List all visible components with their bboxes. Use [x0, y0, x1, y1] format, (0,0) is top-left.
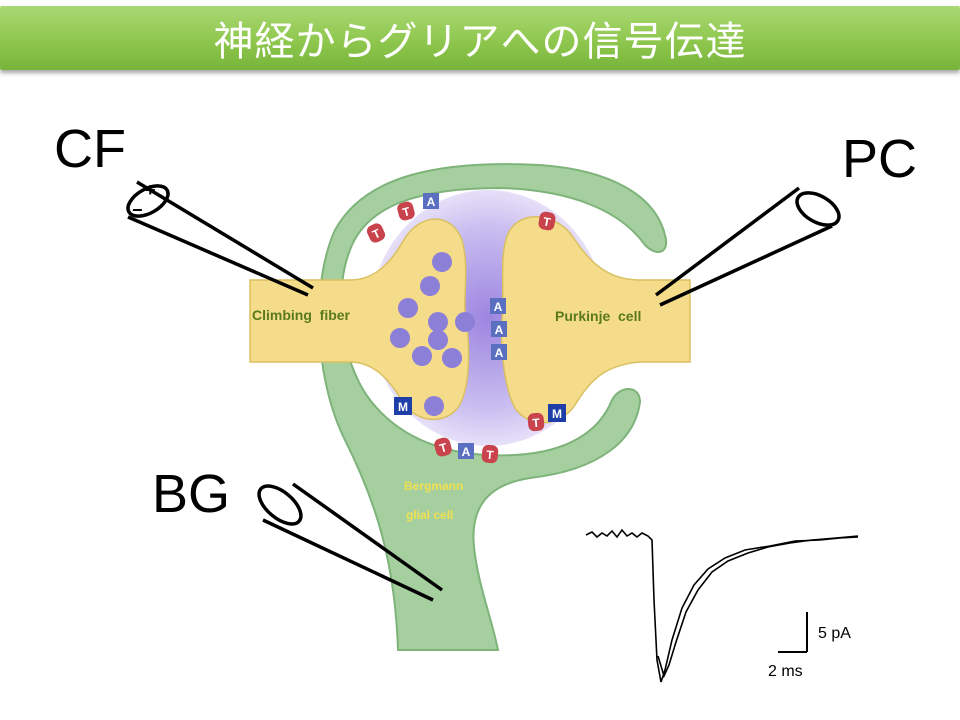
m-receptors: M M	[394, 397, 566, 422]
svg-text:T: T	[532, 416, 541, 431]
electrode-plus-sign: +	[145, 180, 156, 200]
vesicle	[412, 346, 432, 366]
title-bar: 神経からグリアへの信号伝達	[0, 6, 960, 70]
bergmann-label-line2: glial cell	[406, 508, 453, 522]
svg-text:A: A	[495, 346, 504, 360]
vesicle	[428, 312, 448, 332]
svg-text:T: T	[542, 214, 552, 229]
vesicle	[390, 328, 410, 348]
vesicle	[432, 252, 452, 272]
svg-text:T: T	[438, 440, 449, 456]
svg-text:M: M	[552, 407, 562, 421]
scale-current-label: 5 pA	[818, 625, 851, 642]
current-trace	[585, 528, 859, 683]
t-receptors: T T T T T T	[366, 201, 556, 464]
climbing-fiber-label: Climbing fiber	[252, 307, 351, 323]
svg-text:A: A	[462, 445, 471, 459]
vesicle	[442, 348, 462, 368]
a-receptors: A A A A A	[423, 193, 507, 459]
svg-text:T: T	[401, 204, 412, 220]
pc-electrode	[654, 186, 841, 307]
scale-bar	[778, 612, 808, 653]
cf-electrode	[126, 180, 314, 297]
bg-electrode	[257, 482, 444, 602]
bergmann-label-line1: Bergmann	[404, 479, 463, 493]
bergmann-glia	[318, 163, 668, 651]
purkinje-cell-label: Purkinje cell	[555, 308, 641, 324]
purkinje-cell-spine	[500, 216, 691, 424]
svg-text:A: A	[494, 300, 503, 314]
bg-label: BG	[152, 464, 231, 524]
scale-time-label: 2 ms	[768, 663, 803, 680]
slide-title: 神経からグリアへの信号伝達	[213, 19, 747, 65]
electrode-minus-sign: −	[132, 200, 143, 220]
svg-text:A: A	[427, 195, 436, 209]
vesicle	[428, 330, 448, 350]
vesicle	[420, 276, 440, 296]
svg-text:M: M	[398, 400, 408, 414]
svg-text:A: A	[495, 323, 504, 337]
svg-text:T: T	[486, 448, 495, 463]
vesicle	[455, 312, 475, 332]
vesicle	[424, 396, 444, 416]
vesicles	[390, 252, 475, 416]
cf-label: CF	[54, 119, 126, 179]
vesicle	[398, 298, 418, 318]
pc-label: PC	[842, 129, 918, 189]
